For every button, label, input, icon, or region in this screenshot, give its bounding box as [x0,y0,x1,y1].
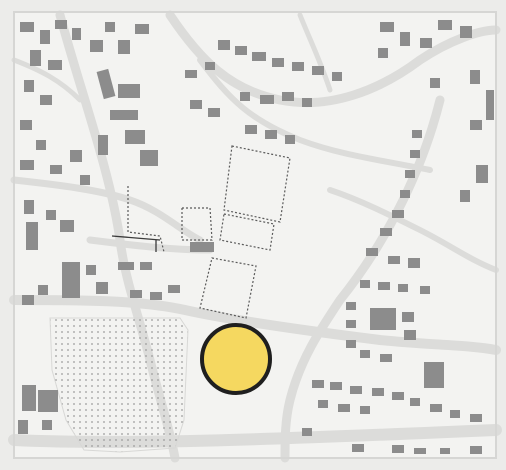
parcel-middle[interactable] [219,213,275,251]
dotted-field [49,317,189,453]
parcel-north[interactable] [223,145,291,223]
road-network [8,10,502,463]
location-marker[interactable] [200,323,272,395]
outlined-parcels[interactable] [127,145,291,319]
boundary-line [111,235,161,252]
parcel-west[interactable] [181,207,213,241]
parcel-south[interactable] [199,257,257,319]
building-cluster [18,20,494,454]
map-border [13,11,497,459]
